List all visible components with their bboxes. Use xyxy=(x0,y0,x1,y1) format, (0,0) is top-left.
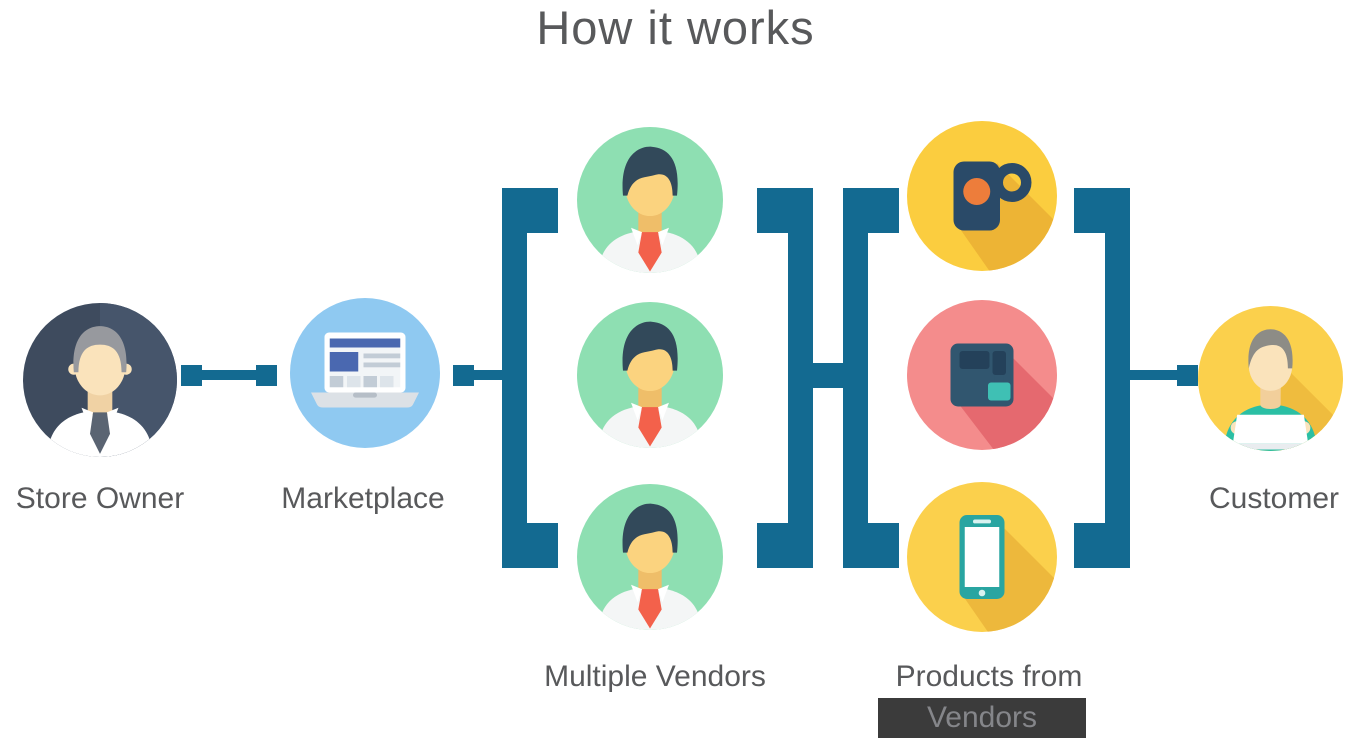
products-bracket-left xyxy=(843,188,901,568)
bracket-bar xyxy=(1105,188,1130,568)
bracket-stub xyxy=(525,188,558,233)
laptop-browser-icon xyxy=(290,298,440,448)
connector-endpoint xyxy=(453,364,474,386)
products-vendors-label-box: Vendors xyxy=(878,698,1086,738)
store-owner-avatar-icon xyxy=(23,303,177,457)
connector-line xyxy=(1130,370,1177,380)
products-vendors-label: Vendors xyxy=(926,701,1038,734)
connector-line xyxy=(474,370,502,380)
vendor-node-1 xyxy=(577,127,723,273)
connector-products-customer xyxy=(1130,364,1198,386)
product-node-smartphone xyxy=(907,482,1057,632)
connector-endpoint xyxy=(181,364,202,386)
customer-laptop-icon xyxy=(1198,306,1343,451)
bracket-bar xyxy=(843,188,868,568)
bracket-stub xyxy=(866,188,899,233)
multiple-vendors-label: Multiple Vendors xyxy=(544,660,766,693)
diagram-title: How it works xyxy=(536,1,815,54)
vendor-avatar-icon xyxy=(577,484,723,630)
bracket-stub xyxy=(866,523,899,568)
coffee-mug-icon xyxy=(907,121,1057,271)
marketplace-label: Marketplace xyxy=(281,482,445,515)
store-owner-node xyxy=(23,303,177,457)
product-node-coffee-mug xyxy=(907,121,1057,271)
bracket-stub xyxy=(757,188,790,233)
vendor-avatar-icon xyxy=(577,127,723,273)
smartphone-icon xyxy=(907,482,1057,632)
connector-store-owner-marketplace xyxy=(181,364,277,386)
connector-endpoint xyxy=(256,364,277,386)
marketplace-node xyxy=(290,298,440,448)
coffee-machine-icon xyxy=(907,300,1057,450)
products-from-label: Products from xyxy=(895,660,1083,693)
vendor-node-3 xyxy=(577,484,723,630)
vendors-bracket-left xyxy=(502,188,560,568)
vendor-node-2 xyxy=(577,302,723,448)
customer-node xyxy=(1198,306,1343,451)
connector-line xyxy=(202,370,256,380)
bracket-bar xyxy=(502,188,527,568)
bracket-stub xyxy=(1074,523,1107,568)
connector-marketplace-vendors xyxy=(453,364,502,386)
product-node-coffee-machine xyxy=(907,300,1057,450)
vendors-bracket-right xyxy=(755,188,813,568)
vendor-avatar-icon xyxy=(577,302,723,448)
bracket-stub xyxy=(525,523,558,568)
products-bracket-right xyxy=(1072,188,1130,568)
bracket-stub xyxy=(757,523,790,568)
customer-label: Customer xyxy=(1208,482,1340,515)
connector-vendors-products xyxy=(806,363,850,388)
connector-endpoint xyxy=(1177,364,1198,386)
store-owner-label: Store Owner xyxy=(15,482,185,515)
bracket-stub xyxy=(1074,188,1107,233)
